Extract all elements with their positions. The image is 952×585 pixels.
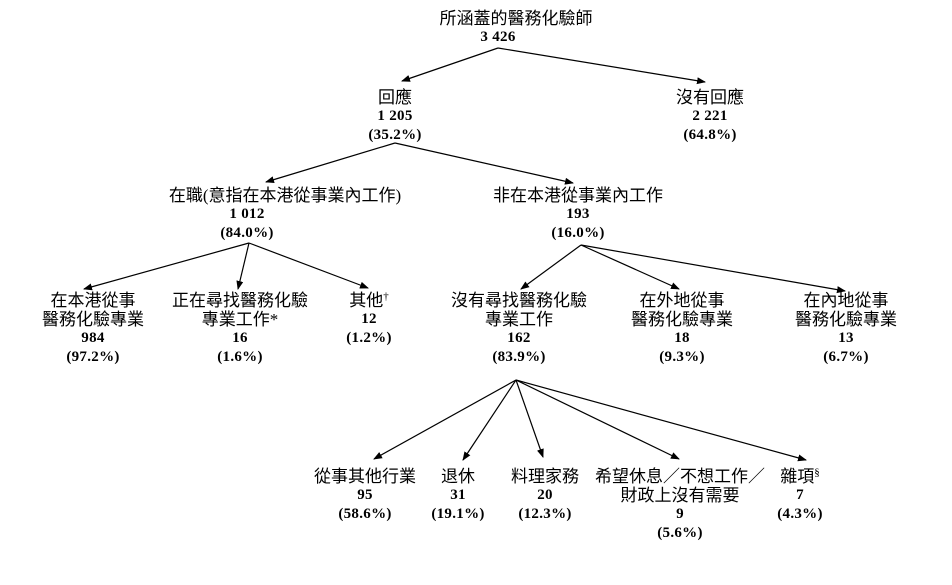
node-not-local-working-percent: (16.0%) [551,225,605,241]
node-not-seeking-percent: (83.9%) [492,349,546,365]
node-mainland-practice: 在內地從事 醫務化驗專業 13 (6.7%) [795,291,897,367]
node-overseas-practice-value: 18 [674,330,690,346]
node-other-value: 12 [361,311,377,327]
node-no-respond-value: 2 221 [692,108,728,124]
node-retired-percent: (19.1%) [431,506,485,522]
node-mainland-practice-label: 在內地從事 醫務化驗專業 [795,291,897,329]
node-housework-percent: (12.3%) [518,506,572,522]
node-root: 所涵蓋的醫務化驗師 3 426 [422,9,593,47]
arrow-root-respond [401,47,499,82]
node-mainland-practice-percent: (6.7%) [823,349,869,365]
node-no-respond: 沒有回應 2 221 (64.8%) [676,88,744,145]
node-respond-value: 1 205 [377,108,413,124]
node-seeking-job: 正在尋找醫務化驗 專業工作* 16 (1.6%) [172,291,308,367]
node-overseas-practice-percent: (9.3%) [659,349,705,365]
node-other-label: 其他† [349,290,389,310]
node-local-practice: 在本港從事 醫務化驗專業 984 (97.2%) [42,291,144,367]
node-local-practice-percent: (97.2%) [66,349,120,365]
arrow-working-seeking [236,242,250,290]
node-not-local-working-label: 非在本港從事業內工作 [493,186,663,205]
node-rest-no-need: 希望休息／不想工作／ 財政上沒有需要 9 (5.6%) [595,467,765,543]
node-no-respond-percent: (64.8%) [683,127,737,143]
arrow-notseek-misc [515,379,807,462]
arrow-notseek-housework [515,379,544,458]
arrow-notseek-industry [373,379,517,460]
arrow-notlocal-notseek [520,244,582,290]
node-retired: 退休 31 (19.1%) [431,467,484,524]
node-root-value: 3 426 [480,29,516,45]
node-working-label: 在職(意指在本港從事業內工作) [168,186,402,205]
node-working: 在職(意指在本港從事業內工作) 1 012 (84.0%) [131,186,401,243]
node-not-local-working-value: 193 [566,206,590,222]
node-miscellaneous: 雜項§ 7 (4.3%) [777,467,823,524]
node-other-percent: (1.2%) [346,330,392,346]
arrow-notseek-retired [462,379,517,461]
node-rest-no-need-label: 希望休息／不想工作／ 財政上沒有需要 [595,467,765,505]
node-overseas-practice-label: 在外地從事 醫務化驗專業 [631,291,733,329]
node-rest-no-need-percent: (5.6%) [657,525,703,541]
node-other-industry-label: 從事其他行業 [314,467,416,486]
node-working-value: 1 012 [229,206,265,222]
arrow-working-local [83,242,250,291]
node-respond-percent: (35.2%) [368,127,422,143]
arrow-notseek-rest [515,379,680,460]
arrow-respond-working [265,142,396,184]
node-other-industry-percent: (58.6%) [338,506,392,522]
node-seeking-job-percent: (1.6%) [217,349,263,365]
arrow-working-other [248,242,369,289]
arrow-root-no-respond [497,47,706,85]
node-not-seeking: 沒有尋找醫務化驗 專業工作 162 (83.9%) [451,291,587,367]
node-housework: 料理家務 20 (12.3%) [511,467,579,524]
node-seeking-job-value: 16 [232,330,248,346]
node-respond: 回應 1 205 (35.2%) [368,88,421,145]
dagger-mark: † [383,290,389,303]
node-local-practice-label: 在本港從事 醫務化驗專業 [42,291,144,329]
node-mainland-practice-value: 13 [838,330,854,346]
node-miscellaneous-percent: (4.3%) [777,506,823,522]
node-miscellaneous-value: 7 [796,487,804,503]
node-retired-value: 31 [450,487,466,503]
node-other: 其他† 12 (1.2%) [346,291,392,348]
node-not-seeking-value: 162 [507,330,531,346]
node-working-percent: (84.0%) [220,225,274,241]
node-not-local-working: 非在本港從事業內工作 193 (16.0%) [493,186,663,243]
arrow-notlocal-mainland [580,244,846,294]
node-retired-label: 退休 [441,467,475,486]
node-other-industry-value: 95 [357,487,373,503]
node-miscellaneous-label: 雜項§ [780,466,820,486]
node-seeking-job-label: 正在尋找醫務化驗 專業工作* [172,291,308,329]
node-root-label: 所涵蓋的醫務化驗師 [439,9,593,28]
node-housework-value: 20 [537,487,553,503]
arrow-respond-notlocal [394,142,574,185]
node-housework-label: 料理家務 [511,467,579,486]
node-overseas-practice: 在外地從事 醫務化驗專業 18 (9.3%) [631,291,733,367]
node-other-industry: 從事其他行業 95 (58.6%) [314,467,416,524]
node-no-respond-label: 沒有回應 [676,88,744,107]
arrow-notlocal-overseas [580,244,680,290]
section-mark: § [814,466,820,479]
node-respond-label: 回應 [378,88,412,107]
node-local-practice-value: 984 [81,330,105,346]
node-not-seeking-label: 沒有尋找醫務化驗 專業工作 [451,291,587,329]
node-rest-no-need-value: 9 [676,506,684,522]
